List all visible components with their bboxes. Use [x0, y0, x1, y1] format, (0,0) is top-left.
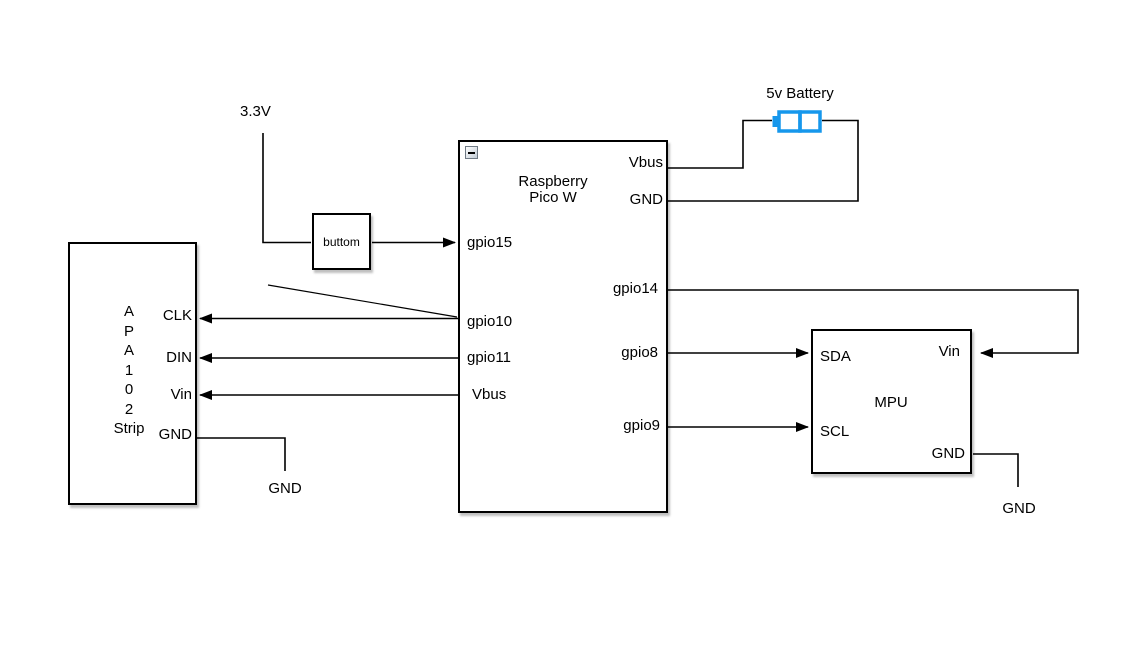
battery-label: 5v Battery — [766, 85, 834, 102]
pico-pin-gpio10: gpio10 — [467, 313, 513, 330]
pico-title-line2: Pico W — [529, 189, 577, 206]
wire-mpu-gnd — [973, 453, 1019, 487]
battery-cell-right — [798, 110, 822, 133]
apa-name-line: A — [123, 342, 134, 359]
button-label: buttom — [323, 234, 360, 249]
wire-battery-to-gnd — [668, 119, 859, 202]
apa-pin-din: DIN — [166, 349, 192, 366]
apa102-name: A P A 1 0 2 Strip — [98, 302, 160, 439]
pico-pin-vbus-left: Vbus — [472, 386, 507, 403]
mpu-pin-vin: Vin — [938, 343, 960, 360]
apa-name-line: P — [123, 322, 134, 340]
mpu-ground-label: GND — [1002, 500, 1036, 517]
apa102-strip-block — [68, 242, 197, 505]
battery-terminal — [772, 116, 779, 127]
minus-glyph — [468, 151, 475, 154]
pico-pin-gnd: GND — [629, 191, 663, 208]
strip-ground-label: GND — [268, 480, 302, 497]
apa-name-line: 0 — [124, 381, 134, 398]
apa-pin-clk: CLK — [162, 307, 192, 324]
mpu-pin-gnd: GND — [931, 445, 965, 462]
pico-pin-gpio14: gpio14 — [612, 280, 658, 297]
apa-pin-vin: Vin — [170, 386, 192, 403]
mpu-title: MPU — [874, 394, 908, 411]
apa-pin-gnd: GND — [158, 426, 192, 443]
collapse-icon[interactable] — [465, 146, 478, 159]
apa-name-line: Strip — [113, 420, 145, 437]
button-block: buttom — [312, 213, 371, 270]
apa-name-line: 2 — [124, 400, 134, 418]
battery-icon — [772, 110, 822, 133]
pico-pin-gpio8: gpio8 — [621, 344, 658, 361]
pico-pin-gpio15: gpio15 — [467, 234, 513, 251]
wire-gpio14-to-mpu-vin — [668, 289, 1079, 358]
apa-name-line: 1 — [124, 361, 134, 379]
mpu-block — [811, 329, 972, 474]
mpu-pin-scl: SCL — [820, 423, 850, 440]
wire-vbus-to-battery — [668, 119, 772, 169]
raspberry-pico-block — [458, 140, 668, 513]
mpu-pin-sda: SDA — [820, 348, 851, 365]
supply-3v3-label: 3.3V — [240, 103, 271, 120]
wire-3v3-to-button — [262, 133, 311, 244]
pico-pin-vbus-right: Vbus — [628, 154, 663, 171]
wire-gpio10-clk-diagonal — [267, 284, 458, 318]
pico-pin-gpio11: gpio11 — [467, 349, 511, 366]
pico-title-line1: Raspberry — [518, 173, 588, 190]
apa-name-line: A — [123, 303, 134, 320]
pico-pin-gpio9: gpio9 — [623, 417, 660, 434]
battery-cell-left — [777, 110, 802, 133]
wire-strip-gnd — [197, 437, 286, 471]
